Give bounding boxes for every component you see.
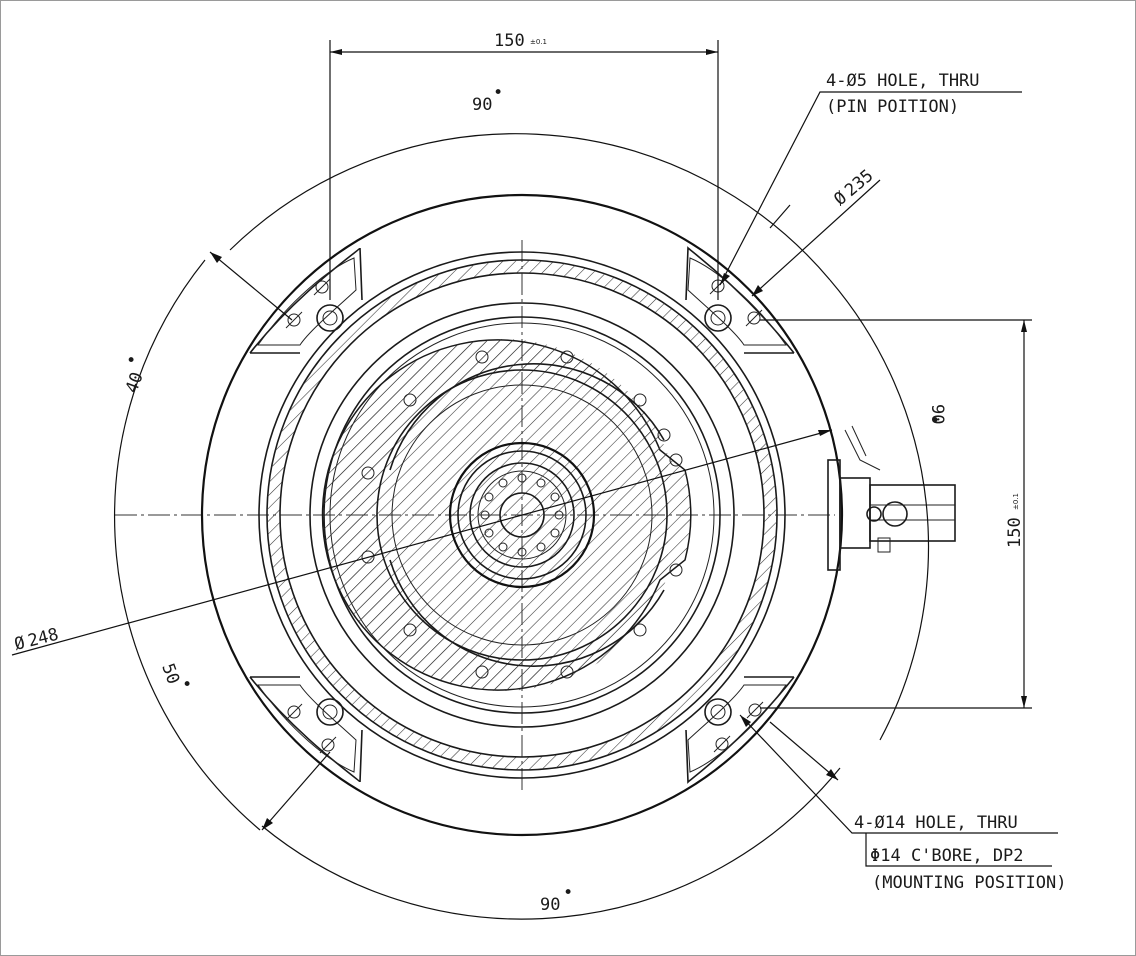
flange-pad-tr — [687, 257, 787, 346]
leader-diam-248 — [11, 429, 833, 656]
angle-left-upper-degree: • — [126, 351, 136, 371]
hub-bolt-circle — [480, 473, 564, 557]
outer-flange-circle — [200, 193, 844, 837]
diam-248-symbol: Ø — [12, 633, 27, 655]
hub-3 — [469, 462, 575, 568]
radial-line-tl — [209, 251, 293, 321]
note-mounting-line2: Φ14 C'BORE, DP2 — [870, 846, 1024, 866]
leader-pin-hole — [719, 91, 1022, 286]
arrow-diam-248 — [818, 430, 832, 436]
body-circle-4 — [309, 302, 735, 728]
dim-right-arrow-top — [1021, 320, 1027, 332]
dim-top-arrow-left — [330, 49, 342, 55]
angle-arc-top — [229, 133, 831, 281]
angle-top-label: 90 — [472, 95, 492, 115]
mounting-holes — [316, 304, 732, 726]
hub-2 — [457, 450, 587, 580]
diam-235-value: 235 — [841, 166, 877, 201]
angle-arc-right — [829, 279, 930, 741]
radial-arrow-bl — [262, 818, 273, 830]
arrow-mounting-hole — [740, 715, 751, 727]
dim-top-arrow-right — [706, 49, 718, 55]
flange-pad-bl — [257, 684, 357, 773]
note-pin-hole-line1: 4-Ø5 HOLE, THRU — [826, 71, 980, 91]
body-circle-3 — [279, 272, 765, 758]
arrow-pin-hole — [720, 273, 730, 285]
hub-4 — [477, 470, 567, 560]
flange-pad-tl — [257, 257, 357, 346]
note-pin-hole-line2: (PIN POITION) — [826, 97, 959, 117]
hub-bore — [499, 492, 545, 538]
note-mounting-line3: (MOUNTING POSITION) — [872, 873, 1066, 893]
body-circle-outer — [258, 251, 786, 779]
leader-mounting-hole — [739, 714, 1058, 834]
leader-diam-235 — [751, 179, 881, 297]
radial-line-br — [769, 721, 839, 781]
flange-pad-br — [687, 684, 787, 773]
dim-right-arrow-bottom — [1021, 696, 1027, 708]
dim-top-width-value: 150 — [494, 31, 525, 51]
hub-outer — [448, 441, 596, 589]
angle-right-degree: • — [930, 411, 940, 431]
radial-arrow-br — [826, 769, 838, 780]
angle-bottom-degree: • — [563, 883, 573, 903]
inner-ring-mid — [391, 384, 653, 646]
side-connector — [827, 425, 956, 571]
diam-248-value: 248 — [26, 625, 61, 652]
inner-step — [389, 363, 665, 667]
angle-right-label: 90 — [927, 404, 947, 424]
dim-right-height-tolerance: ±0.1 — [1012, 493, 1020, 510]
angle-bottom-label: 90 — [540, 895, 560, 915]
inner-ring-inner-edge — [376, 369, 668, 661]
angle-left-lower-label: 50 — [157, 661, 183, 687]
radial-line-bl — [261, 751, 331, 831]
dim-right-height-value: 150 — [1005, 517, 1025, 548]
angle-left-lower-degree: • — [182, 675, 192, 695]
angle-top-degree: • — [493, 83, 503, 103]
radial-arrow-tl — [210, 252, 222, 263]
angle-arc-left — [114, 259, 261, 831]
inner-bolt-circle — [361, 350, 683, 679]
note-mounting-line1: 4-Ø14 HOLE, THRU — [854, 813, 1018, 833]
leader-diam-235-b — [769, 204, 791, 229]
angle-left-upper-label: 40 — [122, 370, 148, 396]
dim-top-width-tolerance: ±0.1 — [530, 38, 547, 46]
angle-arc-bottom — [261, 767, 841, 920]
leader-mounting-hole-b — [865, 833, 1052, 867]
arrow-diam-235 — [752, 285, 763, 296]
